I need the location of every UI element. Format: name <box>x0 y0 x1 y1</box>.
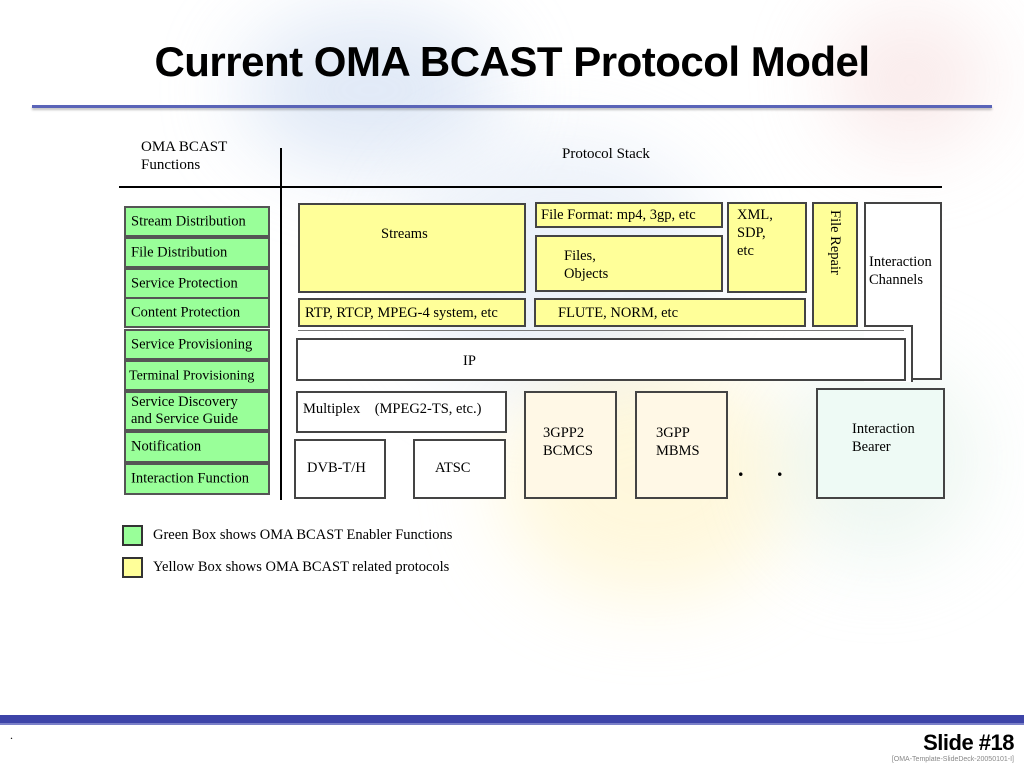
box-3gpp <box>635 391 728 499</box>
box-file-repair <box>812 202 858 327</box>
function-label: Notification <box>131 438 202 455</box>
slide-title: Current OMA BCAST Protocol Model <box>154 38 870 85</box>
function-interaction: Interaction Function <box>124 463 270 495</box>
box-3gpp2 <box>524 391 617 499</box>
box-flute <box>534 298 806 327</box>
function-service-discovery: Service Discovery and Service Guide <box>124 391 270 431</box>
function-service-provisioning: Service Provisioning <box>124 329 270 360</box>
legend-green-swatch <box>122 525 143 546</box>
stack-header: Protocol Stack <box>562 146 650 162</box>
xml-sdp-label: XML, SDP, etc <box>737 207 773 259</box>
slide-number: Slide #18 <box>923 730 1014 755</box>
dvb-label: DVB-T/H <box>307 460 366 476</box>
flute-label: FLUTE, NORM, etc <box>558 305 679 321</box>
atsc-label: ATSC <box>435 460 471 476</box>
box-multiplex <box>296 391 507 433</box>
function-label: Stream Distribution <box>131 213 246 229</box>
interaction-bearer-label: Interaction Bearer <box>852 421 915 455</box>
box-streams <box>298 203 526 293</box>
streams-label: Streams <box>381 226 428 242</box>
function-label: Service Protection <box>131 275 238 291</box>
function-label: File Distribution <box>131 244 228 260</box>
box-file-format <box>535 202 723 228</box>
template-id: [OMA-Template-SlideDeck-20050101-I] <box>891 756 1014 763</box>
box-rtp <box>298 298 526 327</box>
function-label: Service Provisioning <box>131 336 253 352</box>
background-blob-blue <box>240 10 500 170</box>
function-label: Content Protection <box>131 304 241 320</box>
3gpp-label: 3GPP MBMS <box>656 425 700 459</box>
footer-line <box>0 723 1024 725</box>
function-label: Terminal Provisioning <box>129 368 255 383</box>
function-notification: Notification <box>124 431 270 463</box>
multiplex-label: Multiplex (MPEG2-TS, etc.) <box>303 401 482 417</box>
legend-green-label: Green Box shows OMA BCAST Enabler Functi… <box>153 527 453 543</box>
box-atsc <box>413 439 506 499</box>
function-terminal-provisioning: Terminal Provisioning <box>124 360 270 391</box>
header-divider-horizontal <box>119 186 942 188</box>
ellipsis: . . . <box>738 456 836 481</box>
box-xml-sdp <box>727 202 807 293</box>
rtp-label: RTP, RTCP, MPEG-4 system, etc <box>305 305 498 321</box>
box-interaction-bearer <box>816 388 945 499</box>
box-ip <box>296 338 906 381</box>
header-divider-vertical <box>280 148 282 500</box>
function-stream-distribution: Stream Distribution <box>124 206 270 237</box>
footer-bar <box>0 715 1024 723</box>
box-dvb <box>294 439 386 499</box>
function-label: Interaction Function <box>131 470 249 487</box>
title-underline <box>32 105 992 108</box>
function-service-protection: Service Protection <box>124 268 270 299</box>
legend-yellow-swatch <box>122 557 143 578</box>
3gpp2-label: 3GPP2 BCMCS <box>543 425 593 459</box>
stack-separator <box>298 330 904 331</box>
function-file-distribution: File Distribution <box>124 237 270 268</box>
legend-yellow-label: Yellow Box shows OMA BCAST related proto… <box>153 559 450 575</box>
box-files-objects <box>535 235 723 292</box>
functions-header: OMA BCAST Functions <box>141 139 228 173</box>
function-content-protection: Content Protection <box>124 297 270 328</box>
files-objects-label: Files, Objects <box>564 248 609 282</box>
interaction-channels-label: Interaction Channels <box>869 254 932 288</box>
file-format-label: File Format: mp4, 3gp, etc <box>541 207 696 223</box>
file-repair-label: File Repair <box>827 210 843 275</box>
function-label: Service Discovery and Service Guide <box>131 394 239 427</box>
ip-label: IP <box>463 353 476 369</box>
footer-mark: . <box>10 728 13 742</box>
